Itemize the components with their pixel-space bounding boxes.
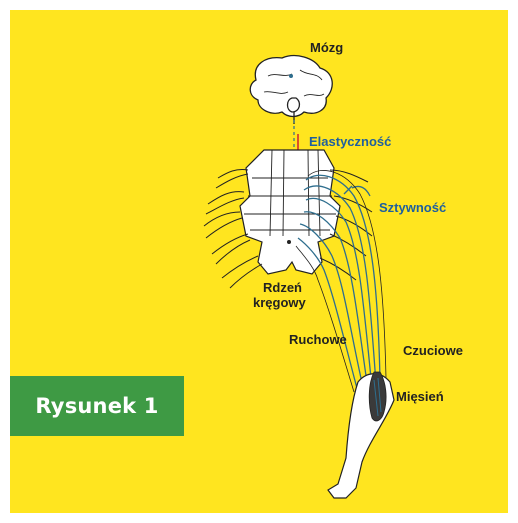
label-muscle: Mięsień [396,389,444,404]
spinal-cord-illustration [240,150,340,274]
brain-illustration [250,56,332,124]
spinal-canal-dot [287,240,291,244]
label-spinal-cord-line2: kręgowy [253,295,307,310]
brain-center-dot [289,74,293,78]
label-brain: Mózg [310,40,343,55]
label-motor: Ruchowe [289,332,347,347]
label-sensory: Czuciowe [403,343,463,358]
figure-label-badge: Rysunek 1 [10,376,184,436]
figure-label-text: Rysunek 1 [35,394,158,418]
label-spinal-cord-line1: Rdzeń [263,280,302,295]
label-elasticity: Elastyczność [309,134,391,149]
label-stiffness: Sztywność [379,200,446,215]
